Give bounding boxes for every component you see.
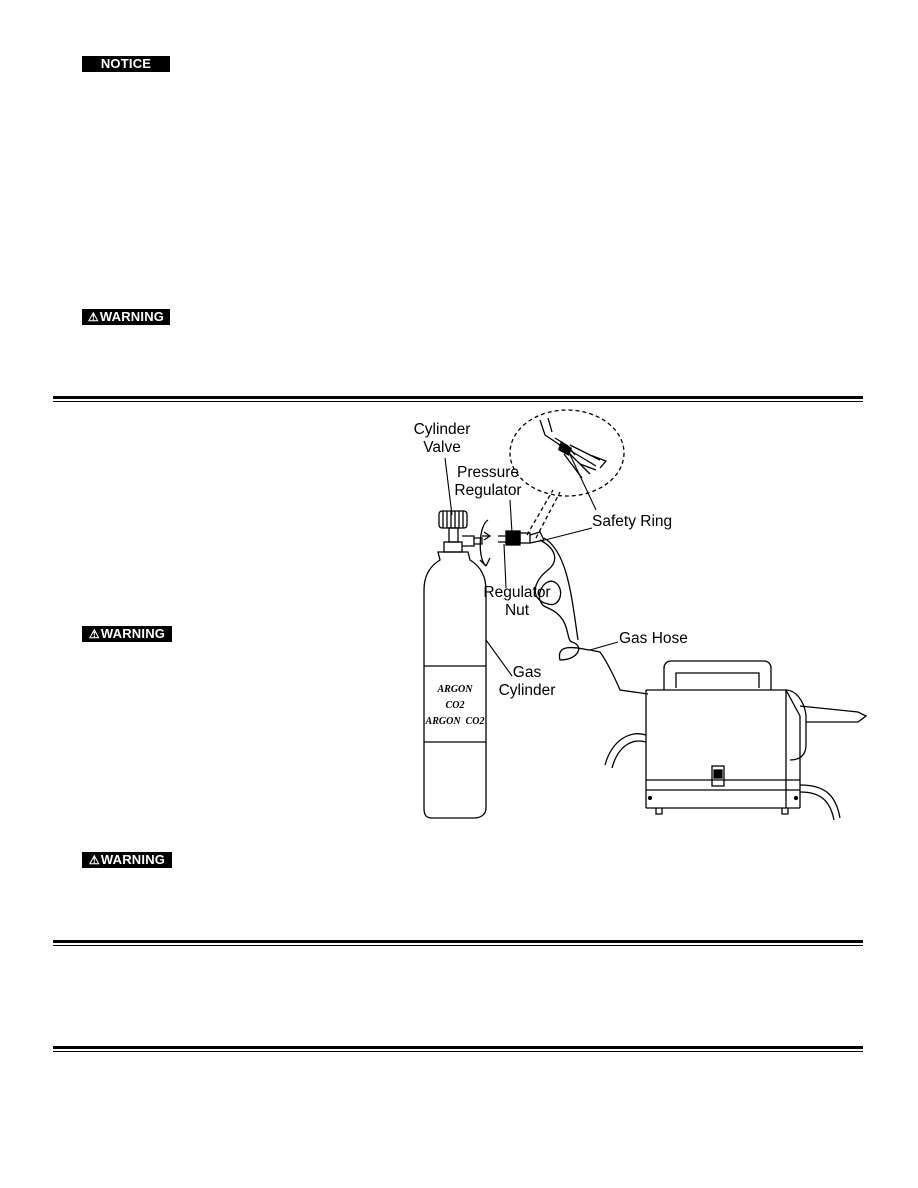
section-divider [53,396,863,402]
cylinder-marking-argon-co2: ARGON CO2 [425,716,485,727]
warning-triangle-icon: ⚠ [88,853,100,867]
notice-badge: NOTICE [82,56,170,72]
safety-ring-detail-circle [509,409,625,539]
notice-label: NOTICE [100,56,152,71]
cylinder-marking-co2: CO2 [445,700,465,711]
warning-badge-3: ⚠WARNING [82,852,172,868]
gas-cylinder-label: Gas Cylinder [498,664,556,699]
callout-leader-lines [444,445,619,677]
gas-hose-label: Gas Hose [619,630,688,647]
cylinder-valve-label: Cylinder Valve [413,421,471,456]
cylinder-marking-argon: ARGON [437,684,473,695]
regulator-nut-label: Regulator Nut [483,584,551,619]
welder-machine [604,660,868,821]
section-divider [53,1046,863,1052]
gas-hose [534,539,649,695]
section-divider [53,940,863,946]
warning-label: WARNING [100,626,166,641]
warning-badge-1: ⚠WARNING [82,309,170,325]
warning-triangle-icon: ⚠ [87,310,99,324]
pressure-regulator-label: Pressure Regulator [454,464,522,499]
gas-cylinder [423,551,487,819]
warning-label: WARNING [100,852,166,867]
arrow-head [482,531,492,541]
warning-badge-2: ⚠WARNING [82,626,172,642]
safety-ring-label: Safety Ring [592,513,673,530]
cylinder-marking: ARGON CO2 ARGON CO2 [424,684,486,728]
pressure-regulator [498,530,545,546]
warning-label: WARNING [99,309,165,324]
cylinder-valve [438,510,483,553]
warning-triangle-icon: ⚠ [88,627,100,641]
